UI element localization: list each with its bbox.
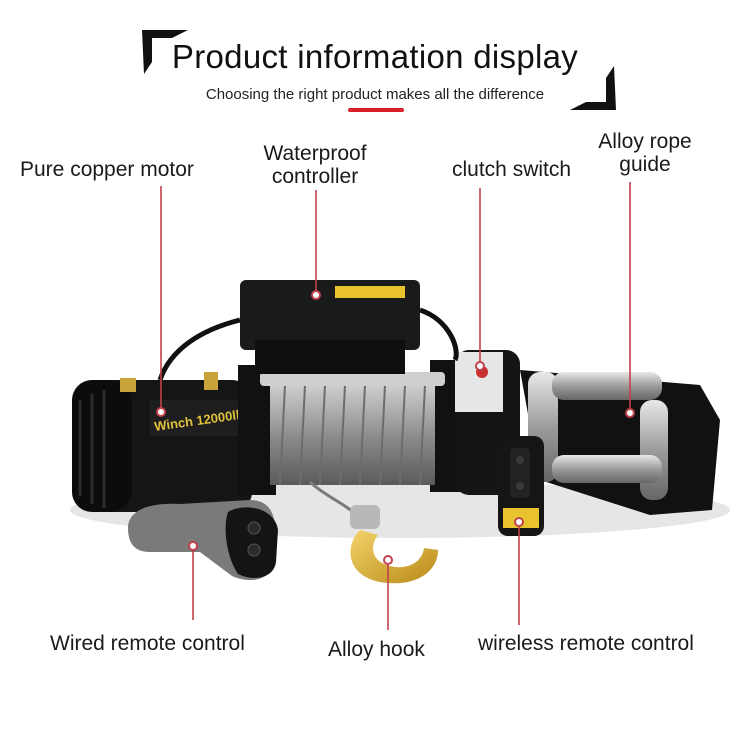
page-title: Product information display xyxy=(171,38,579,75)
label-waterproof-controller: Waterproof controller xyxy=(230,142,400,188)
accent-underline xyxy=(348,108,404,112)
top-left-bracket-icon xyxy=(142,30,188,74)
label-alloy-hook: Alloy hook xyxy=(328,638,425,661)
label-alloy-rope-guide: Alloy rope guide xyxy=(580,130,710,176)
label-alloy-rope-guide-line1: Alloy rope xyxy=(598,130,692,153)
page-subtitle: Choosing the right product makes all the… xyxy=(205,86,545,103)
bottom-right-bracket-icon xyxy=(570,66,616,110)
label-waterproof-controller-line1: Waterproof xyxy=(263,142,367,165)
label-waterproof-controller-line2: controller xyxy=(271,165,359,188)
motor-housing xyxy=(72,380,252,512)
label-wireless-remote-control: wireless remote control xyxy=(478,632,694,655)
label-alloy-rope-guide-line2: guide xyxy=(619,153,671,176)
label-clutch-switch: clutch switch xyxy=(452,158,572,181)
hook xyxy=(350,505,438,584)
fairlead xyxy=(520,370,720,515)
wired-remote xyxy=(128,500,278,581)
label-pure-copper-motor: Pure copper motor xyxy=(20,158,194,181)
wireless-remote xyxy=(498,436,544,536)
label-wired-remote-control: Wired remote control xyxy=(50,632,245,655)
